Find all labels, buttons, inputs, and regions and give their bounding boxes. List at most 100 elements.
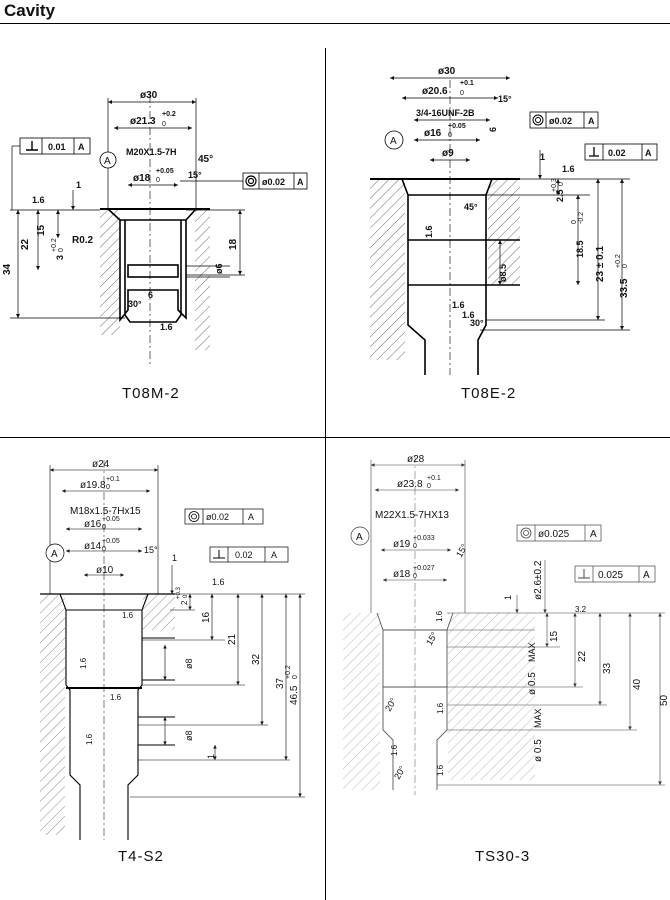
dim-v32: 32 <box>251 653 262 665</box>
dim-v335: 33.5 <box>619 278 630 298</box>
gdt-perp-tol: 0.025 <box>598 570 623 581</box>
finish-1-6-c: 1.6 <box>452 300 465 310</box>
gdt-perp-ref: A <box>643 570 650 581</box>
radius-r02: R0.2 <box>72 235 94 246</box>
finish-1-6-a: 1.6 <box>32 195 45 205</box>
finish-1-6-d: 1.6 <box>436 764 445 776</box>
dim-v3-tol0: 0 <box>58 248 65 252</box>
angle-15-b: 15° <box>424 630 440 647</box>
datum-a-label: A <box>51 549 58 560</box>
dim-d10: ø10 <box>96 565 114 576</box>
finish-3-2: 3.2 <box>575 605 587 614</box>
dim-v25: 2.5 <box>555 189 565 202</box>
thread-callout: M20X1.5-7H <box>126 147 177 157</box>
dim-d05b: ø 0.5 <box>533 739 544 762</box>
gdt-concentricity: ø0.025 A <box>516 524 602 542</box>
dim-d16-tol0: 0 <box>448 132 452 139</box>
gdt-perpendicularity: 0.025 A <box>574 565 656 583</box>
dim-d16-tol0: 0 <box>102 524 106 531</box>
angle-15: 15° <box>144 545 158 555</box>
gdt-conc-tol: ø0.02 <box>549 116 572 126</box>
gdt-perp-ref: A <box>78 142 85 152</box>
hatched-body <box>40 595 175 835</box>
datum-a: A <box>45 543 65 563</box>
dim-v3-tol: +0.2 <box>51 238 58 252</box>
angle-30: 30° <box>128 299 142 309</box>
dim-d16: ø16 <box>84 519 102 530</box>
dim-d9: ø9 <box>442 148 454 159</box>
dim-d198-tol: +0.1 <box>106 476 120 483</box>
dim-v21: 21 <box>227 633 238 645</box>
finish-1-6-c: 1.6 <box>390 744 399 756</box>
thread-callout: M22X1.5-7HX13 <box>375 510 449 521</box>
dim-v25-tol0: 0 <box>558 182 565 186</box>
gdt-conc-tol: ø0.02 <box>206 512 229 522</box>
gdt-conc-tol: ø0.02 <box>262 177 285 187</box>
dim-v3: 3 <box>55 255 65 260</box>
datum-a: A <box>384 130 404 150</box>
dim-d18-tol: +0.027 <box>413 565 435 572</box>
dim-d206: ø20.6 <box>422 86 448 97</box>
dim-v33: 33 <box>602 662 613 674</box>
dim-v2: 2 <box>180 600 189 605</box>
angle-15: 15° <box>188 170 202 180</box>
dim-v15: 15 <box>36 224 47 236</box>
cavity-outline <box>59 593 175 840</box>
dim-v185-tol2: -0.2 <box>578 212 585 224</box>
gdt-concentricity: ø0.02 A <box>184 508 264 525</box>
dim-v25-tol: +0.3 <box>551 178 558 192</box>
dim-v26: ø2.6±0.2 <box>533 560 544 600</box>
dim-d8a: ø8 <box>184 658 194 669</box>
dim-d206-tol0: 0 <box>460 90 464 97</box>
dim-d16: ø16 <box>424 128 442 139</box>
dim-v465-tol: +0.2 <box>285 665 292 679</box>
caption-t08e2: T08E-2 <box>461 385 517 402</box>
cavity-drawing-ts303: ø28 ø23.8 +0.1 0 M22X1.5-7HX13 ø19 +0.03… <box>343 454 670 795</box>
gdt-conc-ref: A <box>248 512 254 522</box>
dim-d206-tol: +0.1 <box>460 80 474 87</box>
dim-v15: 15 <box>549 630 560 642</box>
dim-v6: ø6 <box>214 263 224 274</box>
finish-1-6-e: 1.6 <box>85 733 94 745</box>
datum-a: A <box>99 151 117 169</box>
dim-d238-tol0: 0 <box>427 483 431 490</box>
cavity-outline <box>401 178 520 375</box>
dim-d18-tol: +0.05 <box>156 168 174 175</box>
finish-1-6-b: 1.6 <box>122 611 134 620</box>
horizontal-divider <box>0 437 670 438</box>
gdt-conc-ref: A <box>297 177 304 187</box>
dim-v185: 18.5 <box>575 240 585 258</box>
dim-6: 6 <box>148 290 153 300</box>
dim-d05a: ø 0.5 <box>527 672 538 695</box>
finish-1-6-b: 1.6 <box>424 225 434 238</box>
dim-d30: ø30 <box>438 66 456 77</box>
title-rule <box>0 23 670 24</box>
finish-1-6-b: 1.6 <box>436 702 445 714</box>
finish-1-6-d: 1.6 <box>110 693 122 702</box>
dim-max-a: MAX <box>527 642 537 662</box>
dim-v16: 16 <box>201 611 212 623</box>
dim-d198: ø19.8 <box>80 480 106 491</box>
angle-30: 30° <box>470 318 484 328</box>
dim-d213: ø21.3 <box>130 116 156 127</box>
dim-v335-tol: +0.2 <box>615 254 622 268</box>
page-title: Cavity <box>4 1 56 20</box>
dim-d19-tol: +0.033 <box>413 535 435 542</box>
dim-v40: 40 <box>632 678 643 690</box>
dim-d85: ø8.5 <box>498 264 508 282</box>
dim-v1: 1 <box>503 595 513 600</box>
dim-v1: 1 <box>540 152 545 162</box>
finish-1-6-a: 1.6 <box>562 164 575 174</box>
cavity-drawing-t4s2: ø24 ø19.8 +0.1 0 M18x1.5-7Hx15 ø16 +0.05… <box>40 459 305 840</box>
thread-callout: M18x1.5-7Hx15 <box>70 506 141 517</box>
dim-v34: 34 <box>2 263 13 275</box>
caption-ts303: TS30-3 <box>475 848 531 865</box>
angle-45: 45° <box>198 154 213 165</box>
dim-d18-tol0: 0 <box>156 177 160 184</box>
gdt-perpendicularity: 0.02 A <box>209 546 289 563</box>
dim-d18-tol0: 0 <box>413 573 417 580</box>
dim-d19: ø19 <box>393 539 411 550</box>
dim-v23: 23 ± 0.1 <box>595 245 606 282</box>
hatched-body <box>343 613 535 790</box>
gdt-perp-tol: 0.01 <box>48 142 66 152</box>
